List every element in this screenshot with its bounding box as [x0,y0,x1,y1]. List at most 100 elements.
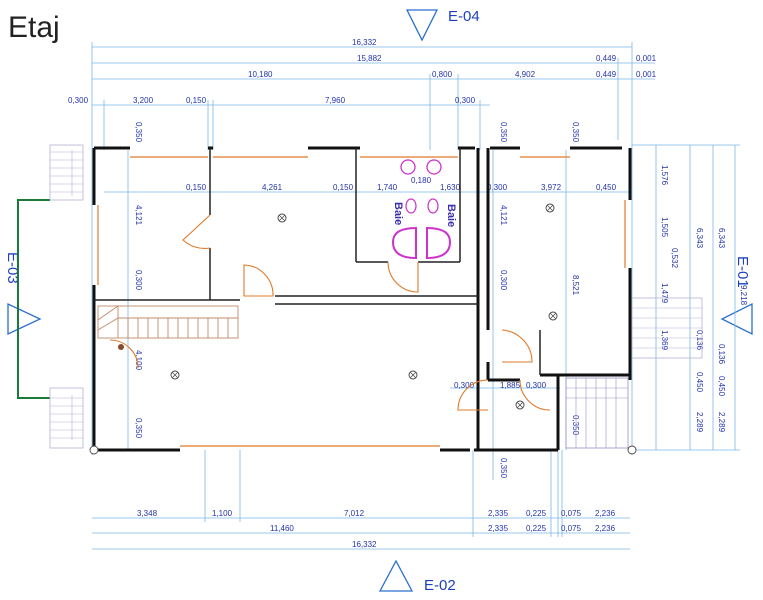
elevation-marker-east[interactable]: E-01 [720,256,753,336]
dim-label: 0,450 [717,376,726,397]
dim-label: 4,261 [262,183,283,192]
dim-label: 0,300 [455,96,476,105]
dim-label: 7,960 [325,96,346,105]
dim-label: 2,289 [695,412,704,433]
dim-label: 7,012 [344,509,365,518]
dim-label: 3,200 [133,96,154,105]
dim-label: 0,350 [499,458,508,479]
dim-overall-top: 16,332 [352,38,377,47]
dim-label: 0,532 [670,248,679,269]
dim-label: 0,300 [454,381,475,390]
dim-label: 0,225 [526,524,547,533]
dim-label: 3,972 [541,183,562,192]
dim-label: 0,225 [526,509,547,518]
dim-label: 0,136 [717,344,726,365]
elevation-marker-north[interactable]: E-04 [405,8,480,42]
dim-label: 4,121 [134,205,143,226]
light-fixture-icon [545,203,555,213]
dim-label: 1,885 [500,381,521,390]
plan-title: Etaj [8,11,60,44]
dim-label: 1,740 [377,183,398,192]
dim-label: 9,218 [739,285,748,306]
dimension-chain-right: 1,576 1,505 0,532 1,479 1,369 6,343 6,34… [632,144,748,451]
light-fixture-icon [548,311,558,321]
dim-label: 0,300 [526,381,547,390]
elevation-marker-west[interactable]: E-03 [4,252,42,336]
interior-staircase [97,305,239,350]
dim-label: 4,100 [134,350,143,371]
dim-label: 0,150 [333,183,354,192]
light-fixture-icon [170,370,180,380]
dim-label: 0,300 [487,183,508,192]
west-terrace-outline [17,199,50,399]
dim-label: 0,449 [596,54,617,63]
dim-label: 0,150 [186,183,207,192]
dim-label: 1,630 [440,183,461,192]
dim-label: 2,335 [488,509,509,518]
triangle-icon [405,9,439,42]
elevation-marker-south[interactable]: E-02 [378,559,456,594]
ceiling-lights [89,203,637,455]
dimension-chain-bottom: 3,348 1,100 7,012 2,335 0,225 0,075 2,23… [92,450,630,550]
dim-overall-bottom: 16,332 [352,540,377,549]
dim-label: 0,350 [134,122,143,143]
dim-label: 2,289 [717,412,726,433]
dim-label: 0,350 [571,415,580,436]
west-entry-steps-bottom [49,387,84,449]
dim-label: 2,236 [595,524,616,533]
exterior-walls [92,146,632,452]
dim-label: 6,343 [695,228,704,249]
dim-label: 4,121 [499,205,508,226]
elevation-label-north: E-04 [448,8,480,25]
bathroom-fixtures [391,159,452,260]
dim-label: 4,902 [515,70,536,79]
doors [109,214,551,411]
dim-label: 1,505 [660,217,669,238]
dim-label: 2,236 [595,509,616,518]
dimension-chain-top: 16,332 15,882 0,449 0,001 10,180 0,800 4… [68,38,657,455]
dim-label: 0,300 [499,270,508,291]
dim-label: 0,350 [499,122,508,143]
dim-label: 6,343 [717,228,726,249]
dim-label: 11,460 [270,524,294,533]
dim-label: 0,150 [186,96,207,105]
dim-label: 1,369 [660,330,669,351]
triangle-icon [720,302,753,336]
dim-label: 0,350 [571,122,580,143]
dim-label: 10,180 [248,70,273,79]
elevation-label-east: E-01 [734,256,751,288]
exterior-stair-southeast [565,377,629,449]
dim-label: 0,001 [636,70,657,79]
light-fixture-icon [627,445,637,455]
dim-label: 0,350 [134,418,143,439]
dim-label: 1,576 [660,165,669,186]
room-label-bathroom-left: Baie [392,202,404,225]
dim-label: 15,882 [357,54,382,63]
elevation-label-west: E-03 [4,252,21,284]
dim-label: 1,100 [212,509,233,518]
light-fixture-icon [515,400,525,410]
dimension-chain-vertical-inner: 4,121 0,300 4,100 0,350 4,121 0,300 0,35… [127,150,580,480]
dim-label: 0,300 [68,96,89,105]
dimension-vertical-top: 0,350 0,350 0,350 [134,122,580,143]
elevation-label-south: E-02 [424,577,456,594]
west-entry-steps-top [49,144,84,201]
dimension-chain-inner: 0,150 4,261 0,150 1,740 0,180 1,630 0,30… [104,176,630,390]
room-label-bathroom-right: Baie [445,204,457,227]
dim-label: 0,800 [432,70,453,79]
light-fixture-icon [408,370,418,380]
dim-label: 3,348 [137,509,158,518]
dim-label: 0,075 [561,524,582,533]
dim-label: 0,450 [695,372,704,393]
light-fixture-icon [277,213,287,223]
dim-label: 1,479 [660,283,669,304]
dim-label: 0,450 [596,183,617,192]
triangle-icon [378,559,414,592]
dim-label: 2,335 [488,524,509,533]
light-fixture-icon [89,445,99,455]
dim-label: 0,449 [596,70,617,79]
dim-label: 0,300 [134,270,143,291]
exterior-stair-east [631,297,703,359]
